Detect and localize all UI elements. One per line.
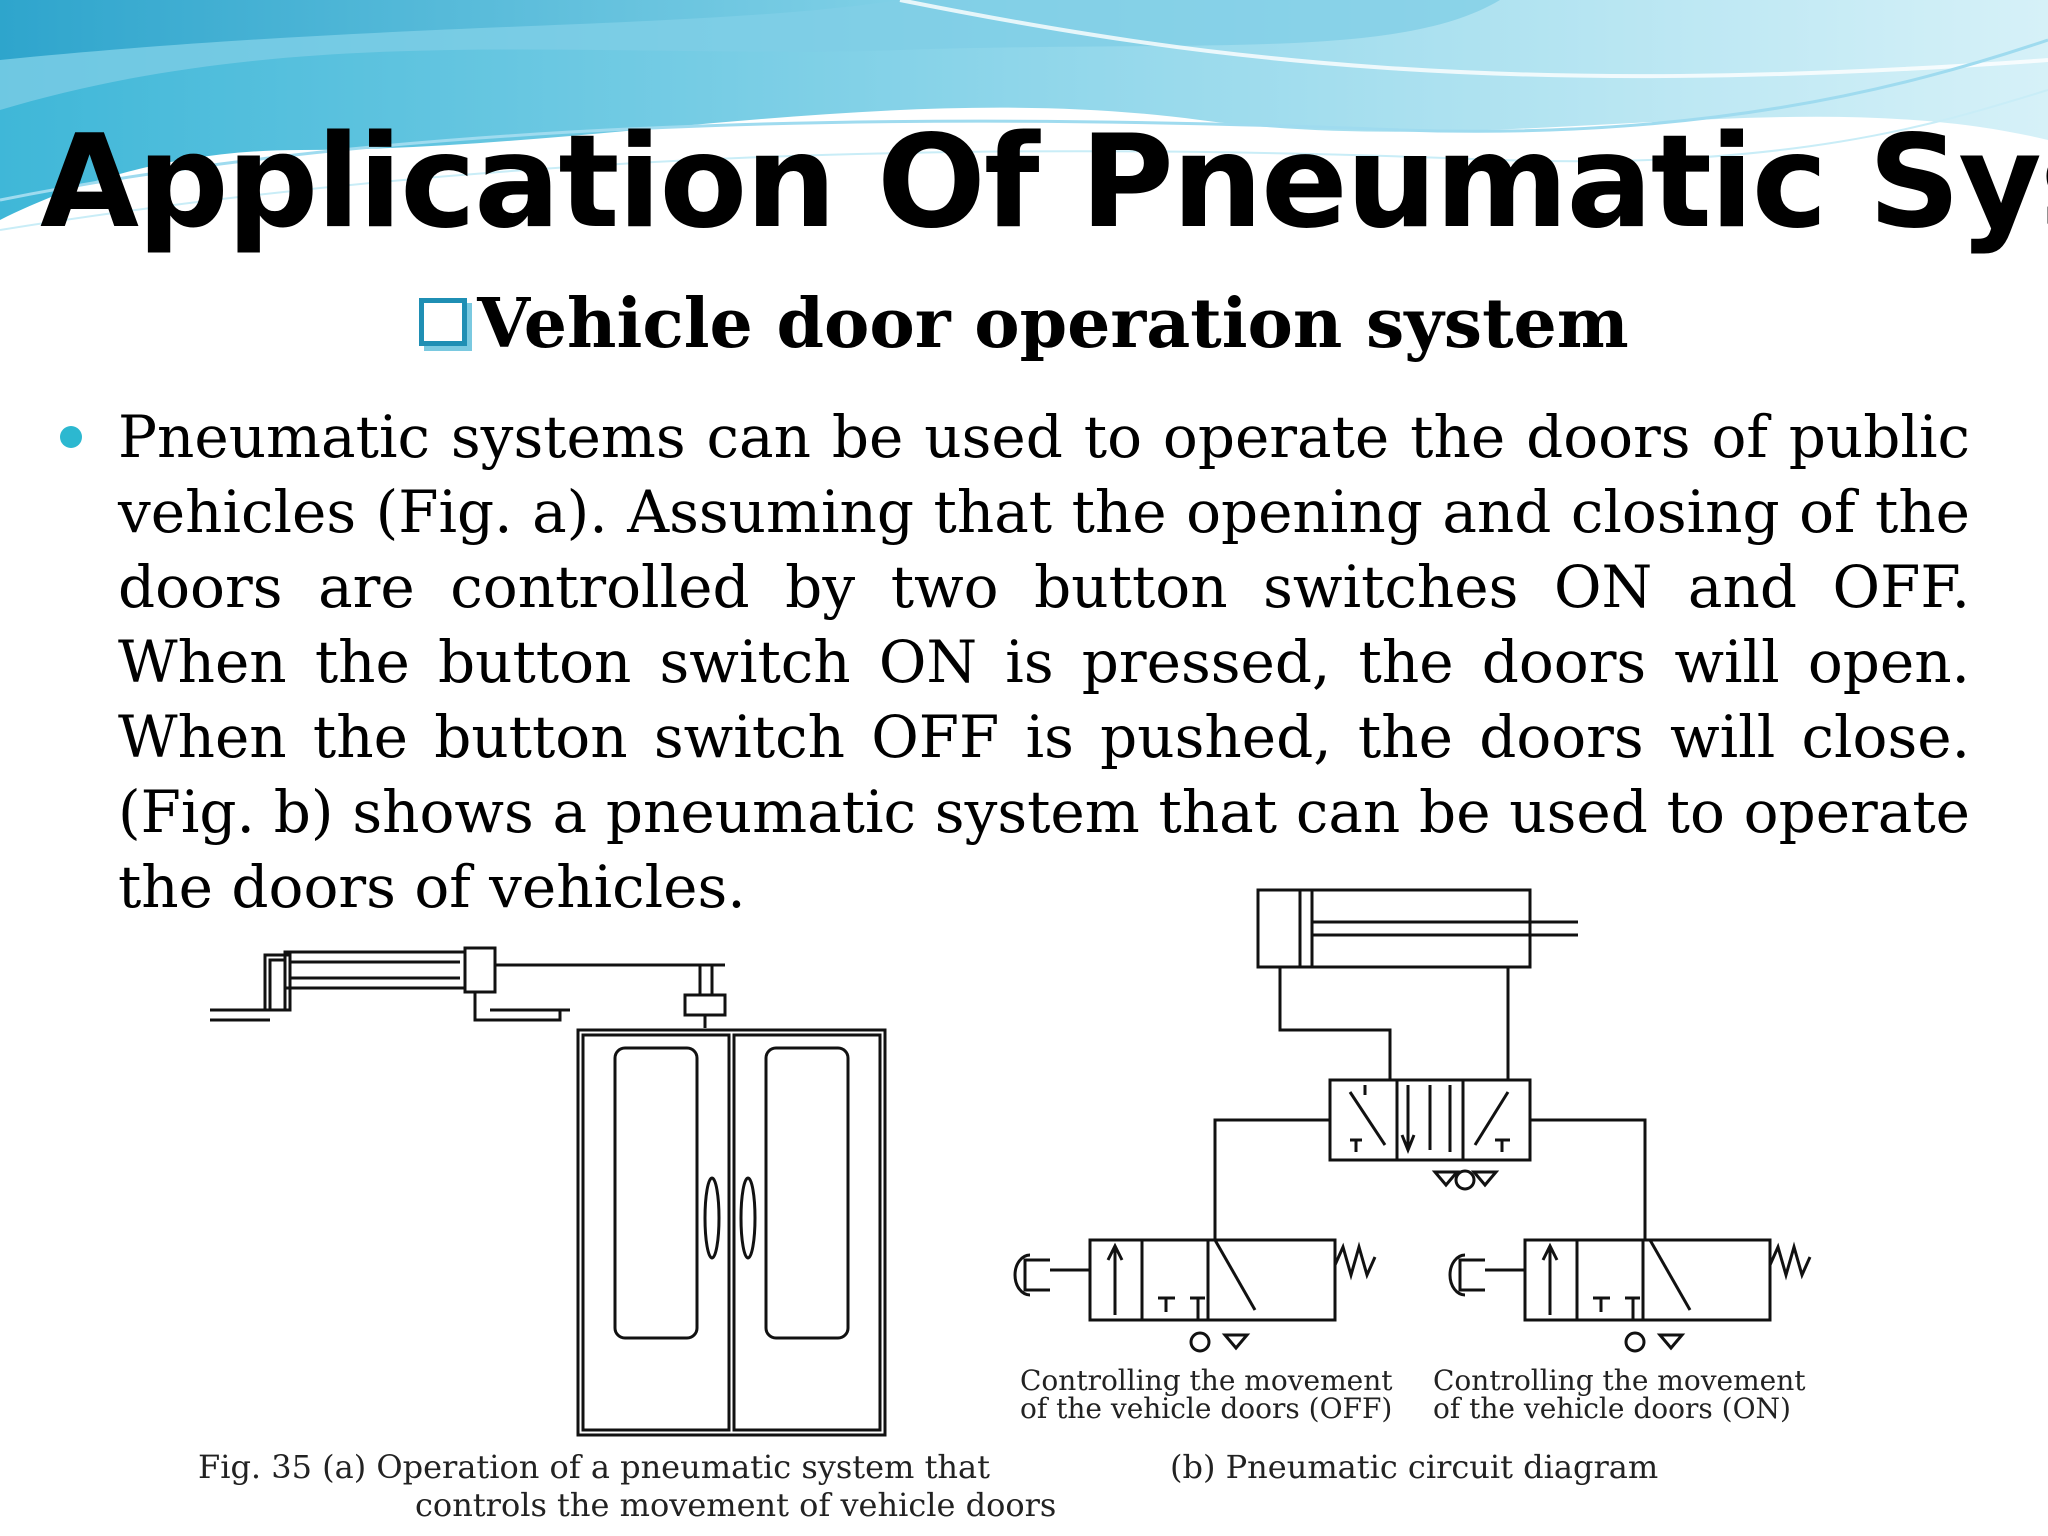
slide-subtitle: Vehicle door operation system (0, 282, 2048, 366)
door-mechanism-drawing (210, 946, 887, 1437)
body-paragraph: Pneumatic systems can be used to operate… (118, 403, 1970, 921)
subtitle-text: Vehicle door operation system (477, 284, 1629, 364)
pneumatic-circuit-drawing (1013, 888, 1812, 1353)
bullet-dot-icon (60, 426, 82, 448)
pneumatic-figure: Controlling the movement of the vehicle … (198, 888, 1812, 1524)
caption-a-line1: Fig. 35 (a) Operation of a pneumatic sys… (198, 1448, 990, 1486)
label-on-line2: of the vehicle doors (ON) (1433, 1392, 1791, 1425)
label-off-line2: of the vehicle doors (OFF) (1020, 1392, 1392, 1425)
checkbox-bullet-icon (419, 297, 468, 346)
label-off-line1: Controlling the movement (1020, 1364, 1393, 1397)
wave-header-decoration (0, 0, 2048, 231)
label-on-line1: Controlling the movement (1433, 1364, 1806, 1397)
caption-a-line2: controls the movement of vehicle doors (415, 1486, 1056, 1524)
caption-b: (b) Pneumatic circuit diagram (1170, 1448, 1658, 1486)
slide-title: Application Of Pneumatic Systems (40, 108, 2048, 257)
